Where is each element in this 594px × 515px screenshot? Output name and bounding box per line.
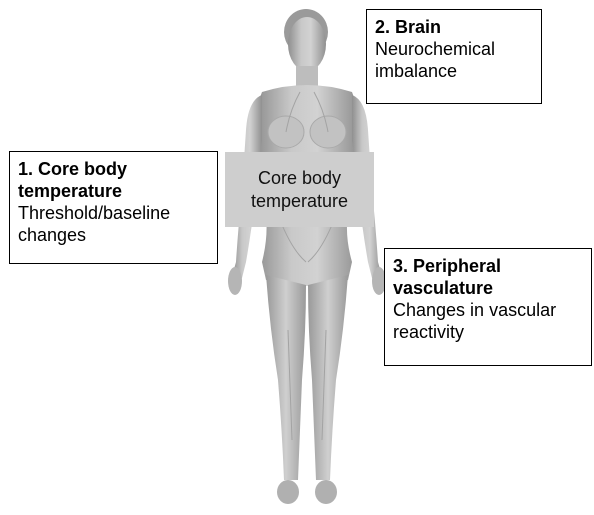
callout-core-description: Threshold/baseline changes bbox=[18, 202, 209, 246]
leg-right bbox=[308, 275, 348, 480]
head bbox=[288, 17, 326, 71]
core-body-temperature-label-text: Core body temperature bbox=[240, 167, 360, 213]
callout-peripheral-vasculature: 3. Peripheral vasculature Changes in vas… bbox=[384, 248, 592, 366]
callout-core-title: 1. Core body temperature bbox=[18, 158, 209, 202]
foot-right bbox=[315, 480, 337, 504]
callout-core-body-temperature: 1. Core body temperature Threshold/basel… bbox=[9, 151, 218, 264]
hand-left bbox=[228, 267, 242, 295]
callout-peripheral-title: 3. Peripheral vasculature bbox=[393, 255, 583, 299]
core-body-temperature-label: Core body temperature bbox=[225, 152, 374, 227]
leg-left bbox=[266, 275, 306, 480]
callout-brain-description: Neurochemical imbalance bbox=[375, 38, 533, 82]
neck bbox=[296, 66, 318, 88]
callout-peripheral-description: Changes in vascular reactivity bbox=[393, 299, 583, 343]
callout-brain-title: 2. Brain bbox=[375, 16, 533, 38]
foot-left bbox=[277, 480, 299, 504]
body-silhouette bbox=[228, 9, 386, 504]
callout-brain: 2. Brain Neurochemical imbalance bbox=[366, 9, 542, 104]
